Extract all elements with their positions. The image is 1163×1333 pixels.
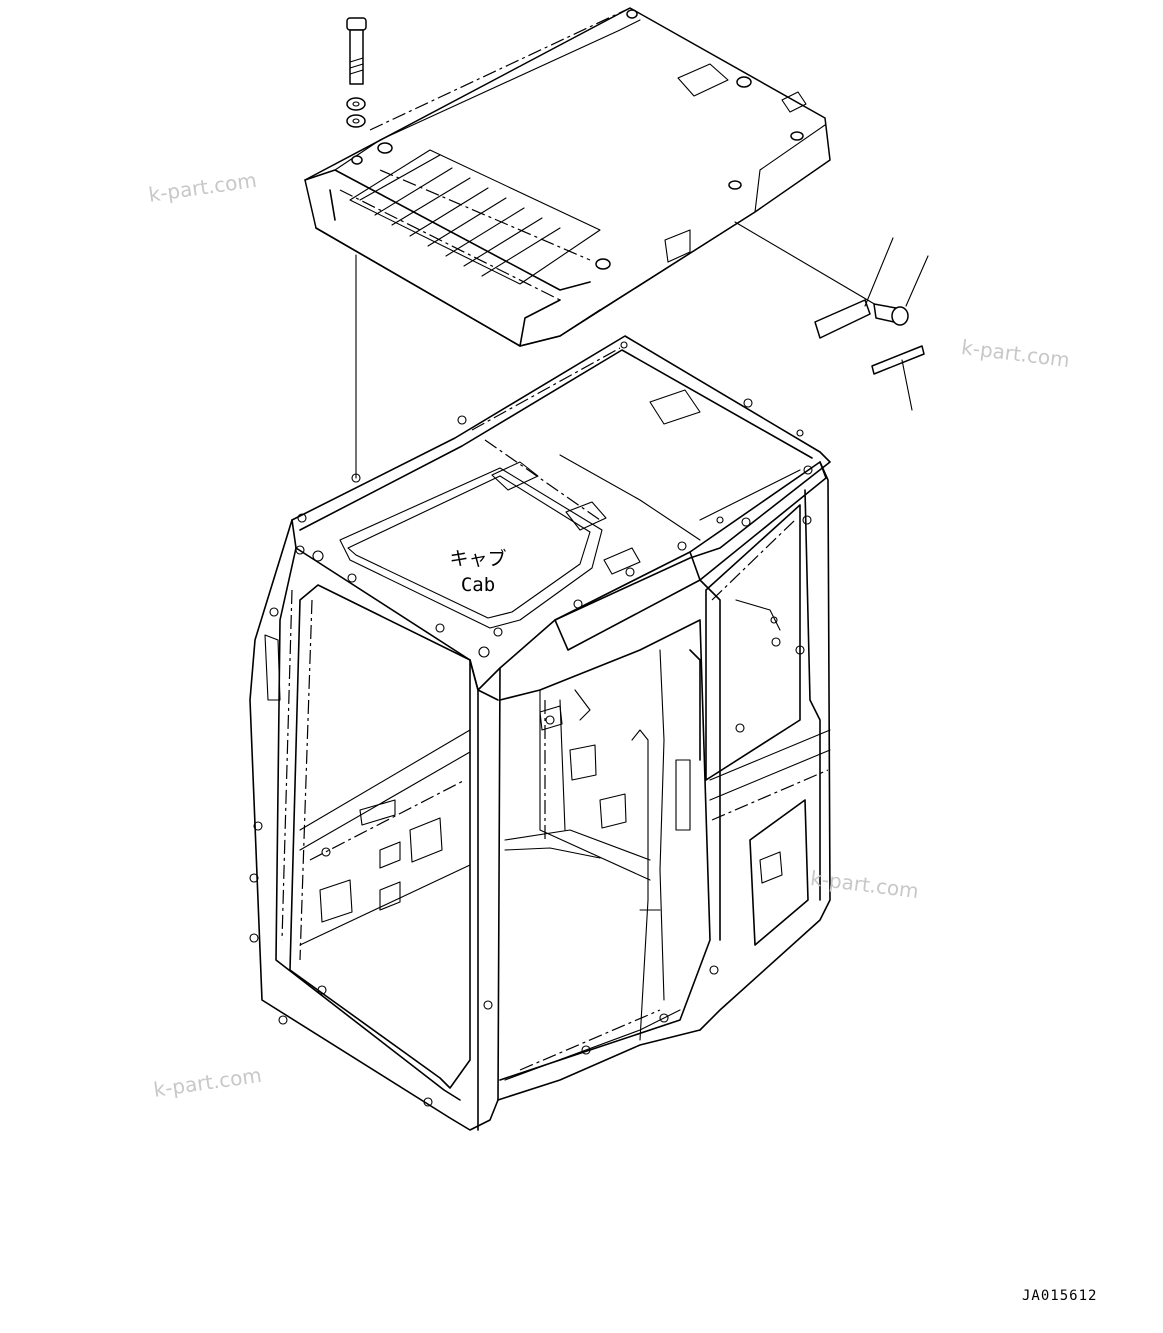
screw-icon	[873, 255, 929, 326]
cab-label-en: Cab	[460, 574, 496, 596]
bolt-icon	[346, 17, 367, 85]
cab-frame	[249, 335, 831, 1131]
cab-label-jp: キャブ	[449, 548, 507, 570]
cab-label: キャブ Cab	[438, 546, 518, 598]
plate-icon	[814, 237, 925, 411]
roof-cover	[304, 7, 831, 347]
drawing-code: JA015612	[1022, 1288, 1098, 1304]
washer-icon	[346, 97, 366, 128]
